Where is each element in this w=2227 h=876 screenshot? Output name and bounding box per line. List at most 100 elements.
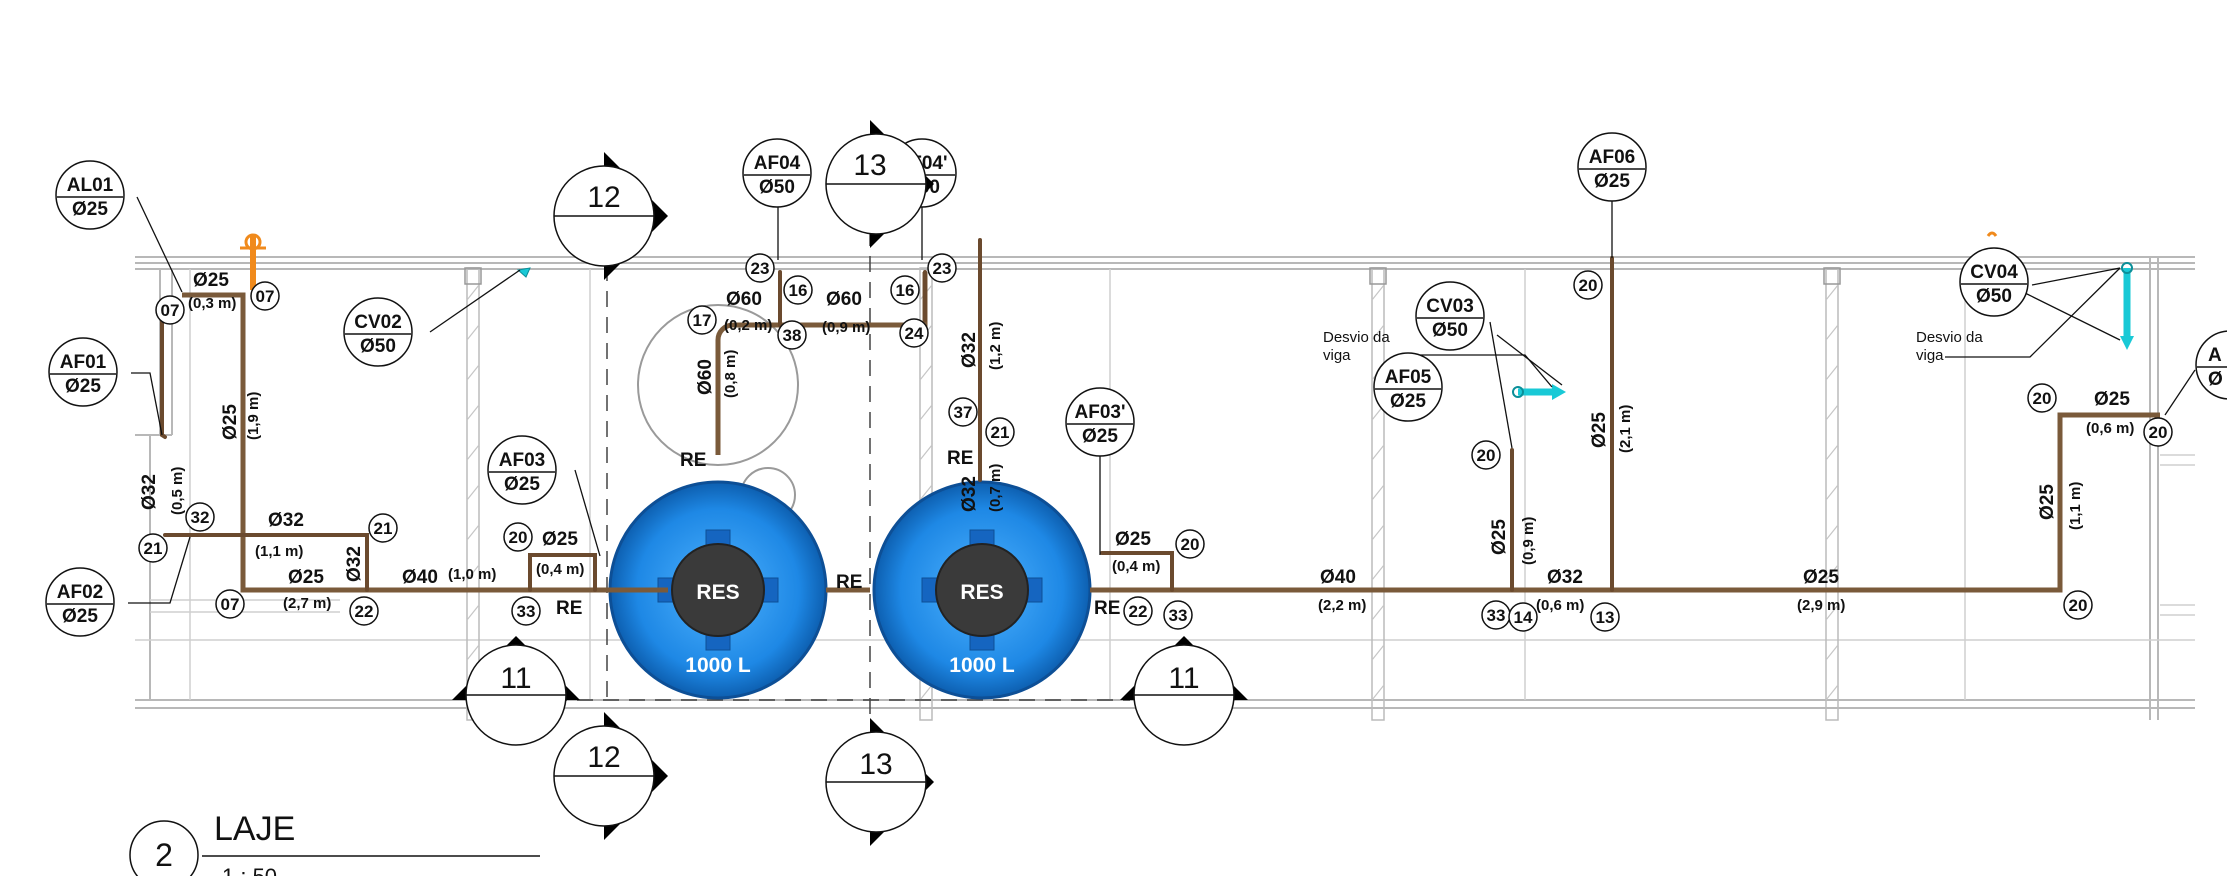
svg-text:22: 22 xyxy=(355,602,374,621)
svg-text:38: 38 xyxy=(783,326,802,345)
svg-text:Ø25: Ø25 xyxy=(2037,484,2058,520)
tag-AF06-dia: Ø25 xyxy=(1594,171,1630,192)
section-13-top-label: 13 xyxy=(853,149,886,182)
svg-text:20: 20 xyxy=(509,528,528,547)
svg-text:(0,9 m): (0,9 m) xyxy=(822,319,870,336)
svg-text:(2,7 m): (2,7 m) xyxy=(283,595,331,612)
tag-AF04[interactable]: AF04 Ø50 xyxy=(742,138,812,208)
svg-text:Ø25: Ø25 xyxy=(2094,389,2130,410)
tank-2-label: RES xyxy=(960,581,1003,604)
svg-text:Ø25: Ø25 xyxy=(542,529,578,550)
tag-CV03-dia: Ø50 xyxy=(1432,320,1468,341)
tag-AF03[interactable]: AF03 Ø25 xyxy=(487,435,557,505)
tag-AL01[interactable]: AL01 Ø25 xyxy=(55,160,125,230)
svg-text:Ø32: Ø32 xyxy=(1547,567,1583,588)
svg-text:RE: RE xyxy=(1094,598,1120,619)
svg-text:Ø32: Ø32 xyxy=(344,546,365,582)
svg-text:32: 32 xyxy=(191,508,210,527)
svg-text:Ø25: Ø25 xyxy=(1803,567,1839,588)
fixture-cyan-cv04 xyxy=(2120,262,2134,350)
svg-text:(0,5 m): (0,5 m) xyxy=(169,467,186,515)
svg-text:Desvio da: Desvio da xyxy=(1916,329,1983,346)
tag-AF03-prime-dia: Ø25 xyxy=(1082,426,1118,447)
tag-AF06-name: AF06 xyxy=(1589,147,1635,168)
tag-AF04-name: AF04 xyxy=(754,153,801,174)
svg-text:33: 33 xyxy=(517,602,536,621)
svg-text:21: 21 xyxy=(991,423,1010,442)
tag-AF07-name: A xyxy=(2208,345,2222,366)
svg-text:Ø40: Ø40 xyxy=(402,567,438,588)
node-33-b: 33 xyxy=(1163,600,1193,630)
view-title-block: 2 LAJE 1 : 50 xyxy=(129,810,540,876)
svg-text:(2,9 m): (2,9 m) xyxy=(1797,597,1845,614)
svg-text:14: 14 xyxy=(1514,608,1533,627)
tag-AF07-partial[interactable]: A Ø xyxy=(2195,330,2227,400)
svg-text:(1,9 m): (1,9 m) xyxy=(245,392,262,440)
svg-text:(0,9 m): (0,9 m) xyxy=(1520,517,1537,565)
leader-lines xyxy=(128,195,2196,604)
node-20-d: 20 xyxy=(1573,270,1603,300)
tag-CV03[interactable]: CV03 Ø50 xyxy=(1415,281,1485,351)
svg-text:16: 16 xyxy=(789,281,808,300)
svg-text:Ø25: Ø25 xyxy=(1115,529,1151,550)
tag-AF03-prime[interactable]: AF03' Ø25 xyxy=(1065,387,1135,457)
tag-AF06[interactable]: AF06 Ø25 xyxy=(1577,132,1647,202)
node-21-b: 21 xyxy=(368,513,398,543)
connection-nodes: 07 07 07 32 21 21 22 33 20 23 16 17 38 2… xyxy=(138,253,2173,632)
svg-text:Ø40: Ø40 xyxy=(1320,567,1356,588)
node-16-a: 16 xyxy=(783,275,813,305)
svg-text:13: 13 xyxy=(1596,608,1615,627)
svg-text:20: 20 xyxy=(2149,423,2168,442)
section-marker-11-right[interactable]: 11 xyxy=(1120,636,1248,746)
svg-text:(0,6 m): (0,6 m) xyxy=(1536,597,1584,614)
section-marker-13-top[interactable]: 13 xyxy=(825,120,934,248)
tag-CV04-name: CV04 xyxy=(1970,262,2018,283)
node-20-c: 20 xyxy=(1471,440,1501,470)
svg-text:viga: viga xyxy=(1323,347,1351,364)
svg-text:(2,1 m): (2,1 m) xyxy=(1617,405,1634,453)
tank-2-capacity: 1000 L xyxy=(949,654,1015,677)
tag-AF05-name: AF05 xyxy=(1385,367,1432,388)
svg-text:22: 22 xyxy=(1129,602,1148,621)
svg-text:24: 24 xyxy=(905,324,924,343)
svg-text:(0,3 m): (0,3 m) xyxy=(188,295,236,312)
svg-text:Ø32: Ø32 xyxy=(268,510,304,531)
tag-CV02[interactable]: CV02 Ø50 xyxy=(343,297,413,367)
tag-AF02-name: AF02 xyxy=(57,582,103,603)
section-marker-13-bottom[interactable]: 13 xyxy=(825,718,934,846)
column-1 xyxy=(464,267,482,721)
node-20-f: 20 xyxy=(2143,417,2173,447)
tag-CV04-dia: Ø50 xyxy=(1976,286,2012,307)
node-20-a: 20 xyxy=(503,522,533,552)
section-marker-11-left[interactable]: 11 xyxy=(452,636,580,746)
tag-AF05[interactable]: AF05 Ø25 xyxy=(1373,352,1443,422)
fixture-cyan-cv02 xyxy=(516,267,531,278)
tag-AL01-dia: Ø25 xyxy=(72,199,108,220)
node-32: 32 xyxy=(185,502,215,532)
node-07-b: 07 xyxy=(250,281,280,311)
tag-CV04[interactable]: CV04 Ø50 xyxy=(1959,247,2029,317)
tag-AF01[interactable]: AF01 Ø25 xyxy=(48,337,118,407)
svg-text:Ø60: Ø60 xyxy=(695,359,716,395)
node-21-c: 21 xyxy=(985,417,1015,447)
svg-text:Ø25: Ø25 xyxy=(1489,519,1510,555)
svg-text:(1,1 m): (1,1 m) xyxy=(2067,482,2084,530)
section-marker-12-bottom[interactable]: 12 xyxy=(553,712,668,840)
tag-AF01-dia: Ø25 xyxy=(65,376,101,397)
view-title: LAJE xyxy=(214,810,295,848)
node-33-a: 33 xyxy=(511,596,541,626)
section-marker-12-top[interactable]: 12 xyxy=(553,152,668,280)
column-4 xyxy=(1823,267,1841,721)
node-20-e: 20 xyxy=(2027,383,2057,413)
svg-text:21: 21 xyxy=(144,539,163,558)
node-23-a: 23 xyxy=(745,253,775,283)
view-number: 2 xyxy=(155,837,173,873)
tag-AF02[interactable]: AF02 Ø25 xyxy=(45,567,115,637)
note-desvio-viga-2: Desvio da viga xyxy=(1916,329,1983,364)
tag-CV02-dia: Ø50 xyxy=(360,336,396,357)
node-22-a: 22 xyxy=(349,596,379,626)
svg-text:(0,4 m): (0,4 m) xyxy=(1112,558,1160,575)
node-20-b: 20 xyxy=(1175,529,1205,559)
tag-AF03-dia: Ø25 xyxy=(504,474,540,495)
